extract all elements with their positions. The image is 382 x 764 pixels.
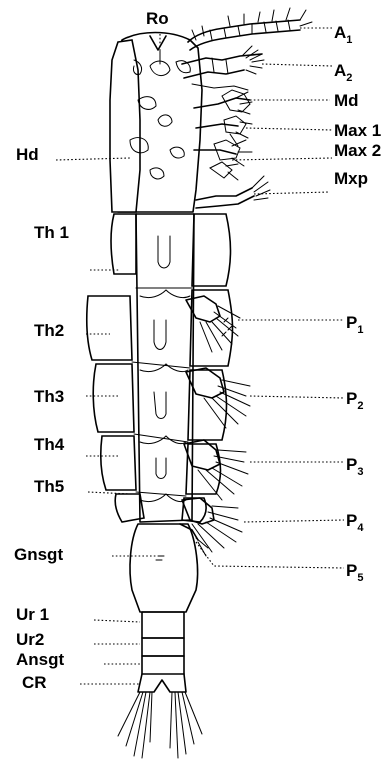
caudal-setae <box>118 692 202 758</box>
rostrum <box>150 36 166 50</box>
head-lateral-plate <box>110 40 140 212</box>
label-th1: Th 1 <box>34 223 69 242</box>
caudal-rami <box>138 674 186 692</box>
label-th2: Th2 <box>34 321 64 340</box>
label-a2: A2 <box>334 61 352 84</box>
label-ro: Ro <box>146 9 169 28</box>
label-p2: P2 <box>346 389 363 412</box>
mouthparts <box>194 90 252 180</box>
label-a1: A1 <box>334 23 352 46</box>
urosome-segment-2 <box>142 638 184 656</box>
label-md: Md <box>334 91 359 110</box>
antenna-a2 <box>182 46 264 90</box>
label-max2: Max 2 <box>334 141 381 160</box>
thorax-plates-left <box>87 214 144 522</box>
label-p4: P4 <box>346 511 364 534</box>
copepod-body <box>87 33 233 759</box>
label-mxp: Mxp <box>334 169 368 188</box>
label-ur1: Ur 1 <box>16 605 49 624</box>
label-p3: P3 <box>346 455 363 478</box>
label-ur2: Ur2 <box>16 630 44 649</box>
anal-segment <box>142 656 184 674</box>
urosome-segment-1 <box>142 612 184 638</box>
label-th5: Th5 <box>34 477 64 496</box>
antennule-a1 <box>188 8 312 50</box>
label-th4: Th4 <box>34 435 65 454</box>
maxilliped <box>196 176 270 208</box>
label-max1: Max 1 <box>334 121 381 140</box>
label-p5: P5 <box>346 561 363 584</box>
label-th3: Th3 <box>34 387 64 406</box>
label-p1: P1 <box>346 313 363 336</box>
label-gnsgt: Gnsgt <box>14 545 63 564</box>
label-cr: CR <box>22 673 47 692</box>
label-ansgt: Ansgt <box>16 650 65 669</box>
genital-segment <box>130 524 198 612</box>
label-hd: Hd <box>16 145 39 164</box>
